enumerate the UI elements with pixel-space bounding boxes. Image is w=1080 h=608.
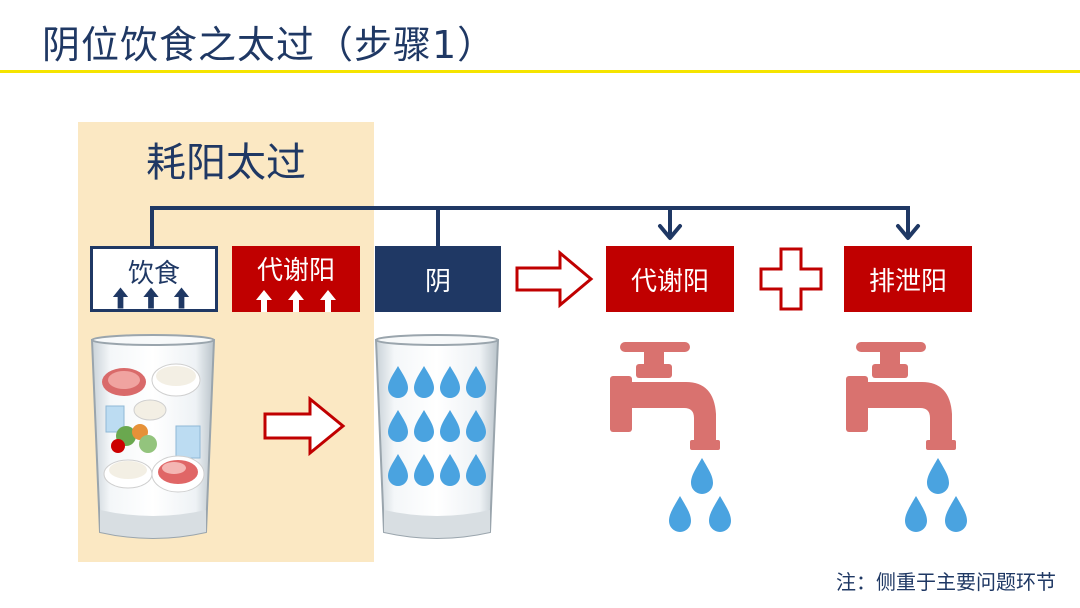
outline-arrow-right-icon-lower <box>263 395 346 457</box>
metabolic-yang-label-left: 代谢阳 <box>256 256 335 286</box>
title-underline <box>0 70 1080 73</box>
connector-arrowhead-drain <box>896 224 920 240</box>
metabolic-yang-box-left: 代谢阳 <box>232 246 360 312</box>
yin-label: 阴 <box>424 266 451 297</box>
water-drop-icon <box>927 458 949 494</box>
food-box: 饮食 <box>90 246 218 312</box>
footnote: 注：侧重于主要问题环节 <box>836 570 1056 594</box>
metabolic-yang-label-right: 代谢阳 <box>630 266 709 297</box>
arrow-up-icon <box>256 290 336 312</box>
metabolism-up-arrows <box>256 290 336 312</box>
water-drop-icon <box>691 458 713 494</box>
glass-with-food-icon <box>90 334 216 539</box>
drain-yang-label: 排泄阳 <box>868 266 947 297</box>
outline-arrow-right-icon <box>515 249 594 309</box>
page-title: 阴位饮食之太过（步骤1） <box>42 23 497 67</box>
food-label: 饮食 <box>127 259 180 289</box>
water-drop-icon <box>388 366 486 486</box>
panel-heading: 耗阳太过 <box>146 140 306 186</box>
water-tap-icon <box>610 342 731 532</box>
metabolic-yang-box-right: 代谢阳 <box>606 246 734 312</box>
connector-bracket <box>150 206 910 246</box>
arrow-up-icon <box>112 287 190 309</box>
drain-yang-box: 排泄阳 <box>844 246 972 312</box>
water-tap-icon-right <box>846 342 967 532</box>
connector-arrowhead-metabolism <box>658 224 682 240</box>
glass-with-water-drops-icon <box>374 334 500 539</box>
yin-box: 阴 <box>375 246 501 312</box>
food-up-arrows <box>112 287 190 309</box>
outline-plus-icon <box>759 247 823 311</box>
